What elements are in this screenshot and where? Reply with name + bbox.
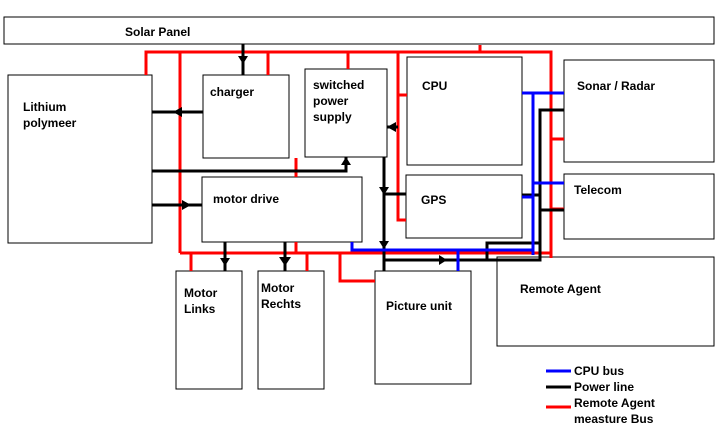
gps-block: GPS bbox=[405, 174, 523, 239]
remote-agent-block: Remote Agent bbox=[496, 256, 715, 347]
solar-panel-block: Solar Panel bbox=[3, 16, 715, 45]
motor-rechts-block: Motor Rechts bbox=[257, 270, 325, 390]
arrowheads bbox=[173, 56, 447, 266]
switched-power-supply-block: switched power supply bbox=[304, 68, 388, 158]
motor-drive-label: motor drive bbox=[213, 192, 279, 206]
sonar-radar-block: Sonar / Radar bbox=[563, 59, 715, 163]
sonar-radar-label: Sonar / Radar bbox=[577, 79, 655, 93]
arrow-to-motor-links bbox=[220, 258, 230, 266]
lithium-label-line2: polymeer bbox=[23, 116, 77, 130]
gps-label: GPS bbox=[421, 193, 446, 207]
motor-rechts-label-line2: Rechts bbox=[261, 297, 301, 311]
sps-label-line1: switched bbox=[313, 78, 364, 92]
legend-remote-agent-bus-line2: measture Bus bbox=[574, 412, 654, 426]
legend-cpu-bus: CPU bus bbox=[574, 364, 624, 378]
arrow-charger-to-lithium bbox=[173, 107, 182, 117]
motor-drive-block: motor drive bbox=[201, 176, 363, 243]
picture-unit-label: Picture unit bbox=[386, 299, 452, 313]
telecom-label: Telecom bbox=[574, 183, 622, 197]
cpu-bus-lines bbox=[350, 91, 564, 271]
remote-agent-label: Remote Agent bbox=[520, 282, 601, 296]
sps-label-line3: supply bbox=[313, 110, 352, 124]
lithium-label-line1: Lithium bbox=[23, 100, 66, 114]
legend-remote-agent-bus-line1: Remote Agent bbox=[574, 396, 655, 410]
charger-block: charger bbox=[202, 74, 290, 159]
arrow-to-sps bbox=[341, 157, 351, 165]
solar-panel-label: Solar Panel bbox=[125, 25, 190, 39]
charger-label: charger bbox=[210, 85, 254, 99]
motor-links-block: Motor Links bbox=[175, 270, 243, 390]
arrow-solar-to-charger bbox=[238, 56, 248, 64]
arrow-down-2 bbox=[379, 241, 389, 249]
arrow-to-motor-drive bbox=[182, 200, 191, 210]
lithium-polymeer-block: Lithium polymeer bbox=[7, 74, 153, 244]
cpu-label: CPU bbox=[422, 79, 447, 93]
telecom-block: Telecom bbox=[563, 173, 715, 240]
arrow-to-picture-unit bbox=[439, 255, 447, 265]
arrow-down-1 bbox=[379, 187, 389, 195]
motor-rechts-label-line1: Motor bbox=[261, 281, 295, 295]
sps-label-line2: power bbox=[313, 94, 349, 108]
picture-unit-block: Picture unit bbox=[374, 270, 472, 385]
legend: CPU bus Power line Remote Agent measture… bbox=[546, 364, 655, 426]
motor-links-label-line2: Links bbox=[184, 302, 216, 316]
arrow-sps-out bbox=[387, 122, 396, 132]
cpu-block: CPU bbox=[406, 56, 523, 166]
arrow-to-motor-rechts bbox=[279, 257, 291, 266]
legend-power-line: Power line bbox=[574, 380, 634, 394]
motor-links-label-line1: Motor bbox=[184, 286, 218, 300]
